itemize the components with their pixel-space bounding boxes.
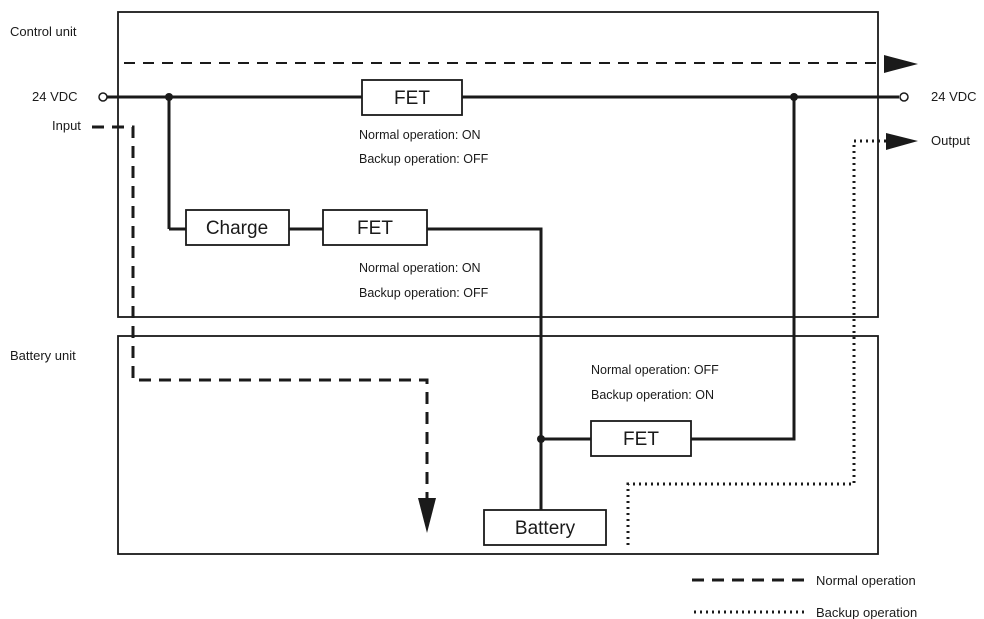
control-unit-frame — [117, 11, 879, 318]
fet-main-normal-state: Normal operation: ON — [359, 128, 481, 142]
normal-operation-arrowhead — [418, 498, 436, 533]
backup-operation-arrowhead — [886, 133, 918, 150]
normal-operation-path — [92, 125, 429, 500]
fet-battery-label: FET — [623, 429, 659, 450]
battery-unit-frame — [117, 335, 879, 555]
input-label: Input — [52, 118, 81, 133]
fet-charge-backup-state: Backup operation: OFF — [359, 286, 489, 300]
legend-backup-label: Backup operation — [816, 605, 917, 619]
fet-main-backup-state: Backup operation: OFF — [359, 152, 489, 166]
battery-box — [483, 509, 607, 546]
fet-battery-backup-state: Backup operation: ON — [591, 388, 714, 402]
fet-charge-label: FET — [357, 218, 393, 239]
fet-charge-box — [322, 209, 428, 246]
input-voltage-label: 24 VDC — [32, 89, 78, 104]
fet-main-label: FET — [394, 88, 430, 109]
input-terminal — [98, 92, 108, 102]
fet-charge-normal-state: Normal operation: ON — [359, 261, 481, 275]
fet-charge-to-battery-wire — [427, 227, 543, 510]
control-unit-label: Control unit — [10, 24, 77, 39]
charge-box — [185, 209, 290, 246]
battery-label: Battery — [515, 518, 576, 539]
output-label: Output — [931, 133, 970, 148]
battery-unit-label: Battery unit — [10, 348, 76, 363]
fet-battery-normal-state: Normal operation: OFF — [591, 363, 719, 377]
fet-main-box — [361, 79, 463, 116]
legend-normal-label: Normal operation — [816, 573, 916, 588]
fet-battery-to-rail-wire — [691, 97, 796, 441]
output-terminal — [899, 92, 909, 102]
output-voltage-label: 24 VDC — [931, 89, 977, 104]
charge-label: Charge — [206, 218, 268, 239]
backup-operation-path — [626, 139, 888, 545]
normal-flow-top-arrowhead — [884, 55, 918, 73]
